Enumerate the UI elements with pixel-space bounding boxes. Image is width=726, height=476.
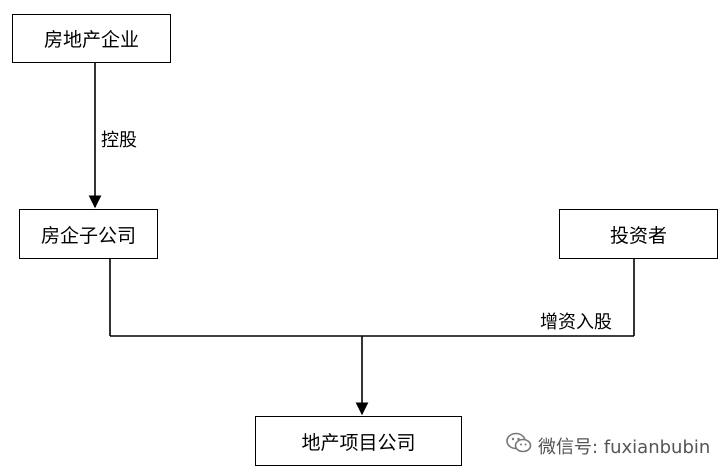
node-label: 地产项目公司 <box>301 431 416 454</box>
edge-label-control: 控股 <box>101 130 137 151</box>
watermark-text: 微信号: fuxianbubin <box>538 436 711 458</box>
node-investor: 投资者 <box>559 209 718 259</box>
node-subsidiary: 房企子公司 <box>19 209 158 259</box>
node-label: 投资者 <box>609 224 667 247</box>
node-project-company: 地产项目公司 <box>255 416 462 466</box>
edge-label-capital-increase: 增资入股 <box>540 312 612 333</box>
wechat-icon <box>506 432 532 459</box>
watermark: 微信号: fuxianbubin <box>506 432 710 459</box>
node-label: 房地产企业 <box>43 29 139 51</box>
node-real-estate-company: 房地产企业 <box>12 14 171 63</box>
node-label: 房企子公司 <box>40 224 136 247</box>
